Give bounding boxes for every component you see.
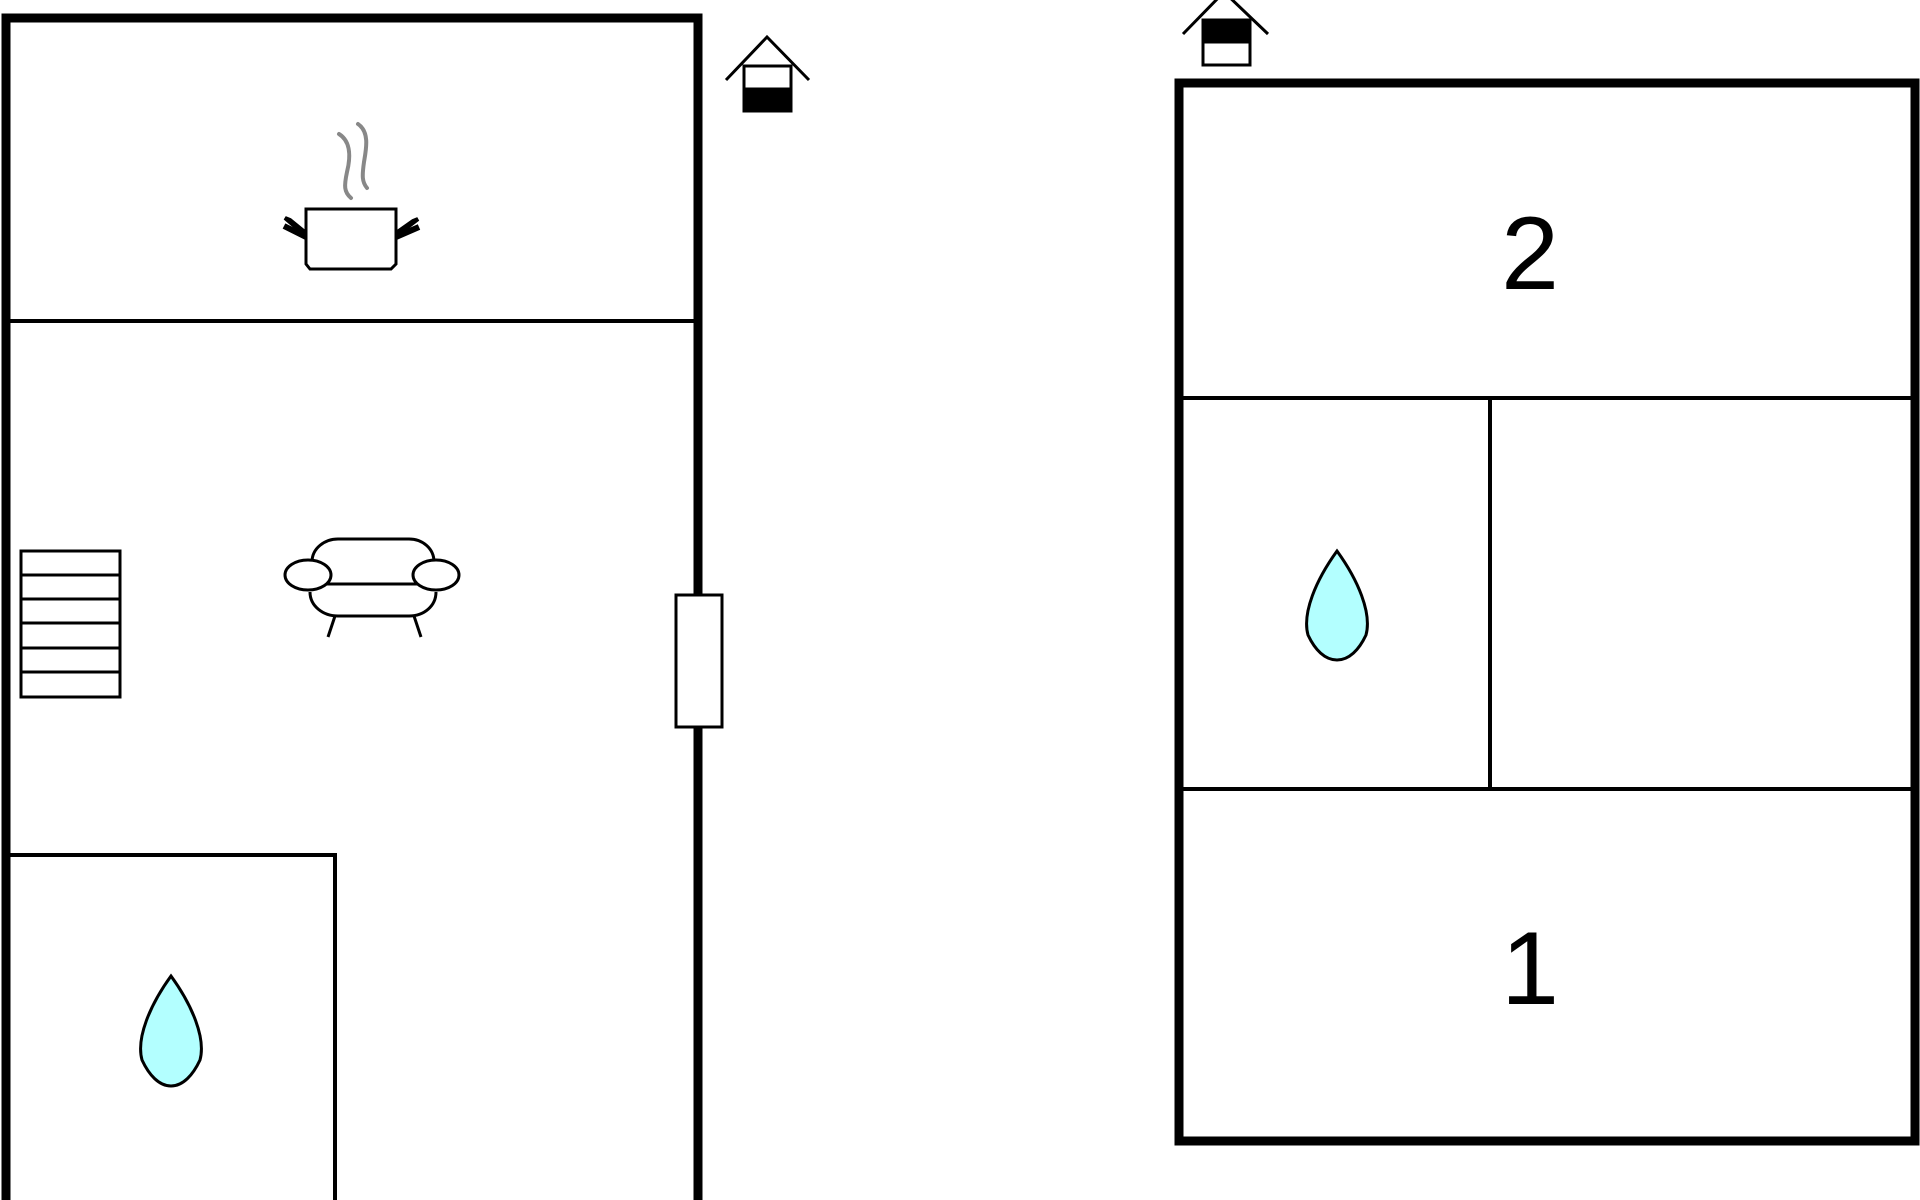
house-ground-floor-icon	[724, 34, 811, 113]
ground-floor-plan	[1, 13, 724, 1200]
bathroom-wall	[6, 853, 337, 1200]
room-label-2: 2	[1501, 196, 1559, 312]
cooking-pot-icon	[282, 122, 421, 271]
outer-wall	[1174, 78, 1920, 1146]
house-upper-floor-icon	[1181, 0, 1270, 67]
room-label-1: 1	[1501, 911, 1559, 1027]
stairs-icon	[19, 549, 122, 699]
water-drop-icon	[139, 973, 203, 1088]
outer-wall	[1, 13, 703, 1200]
upper-floor-plan	[1174, 78, 1920, 1146]
sofa-icon	[283, 537, 461, 638]
window	[674, 593, 724, 729]
water-drop-icon	[1305, 548, 1369, 662]
